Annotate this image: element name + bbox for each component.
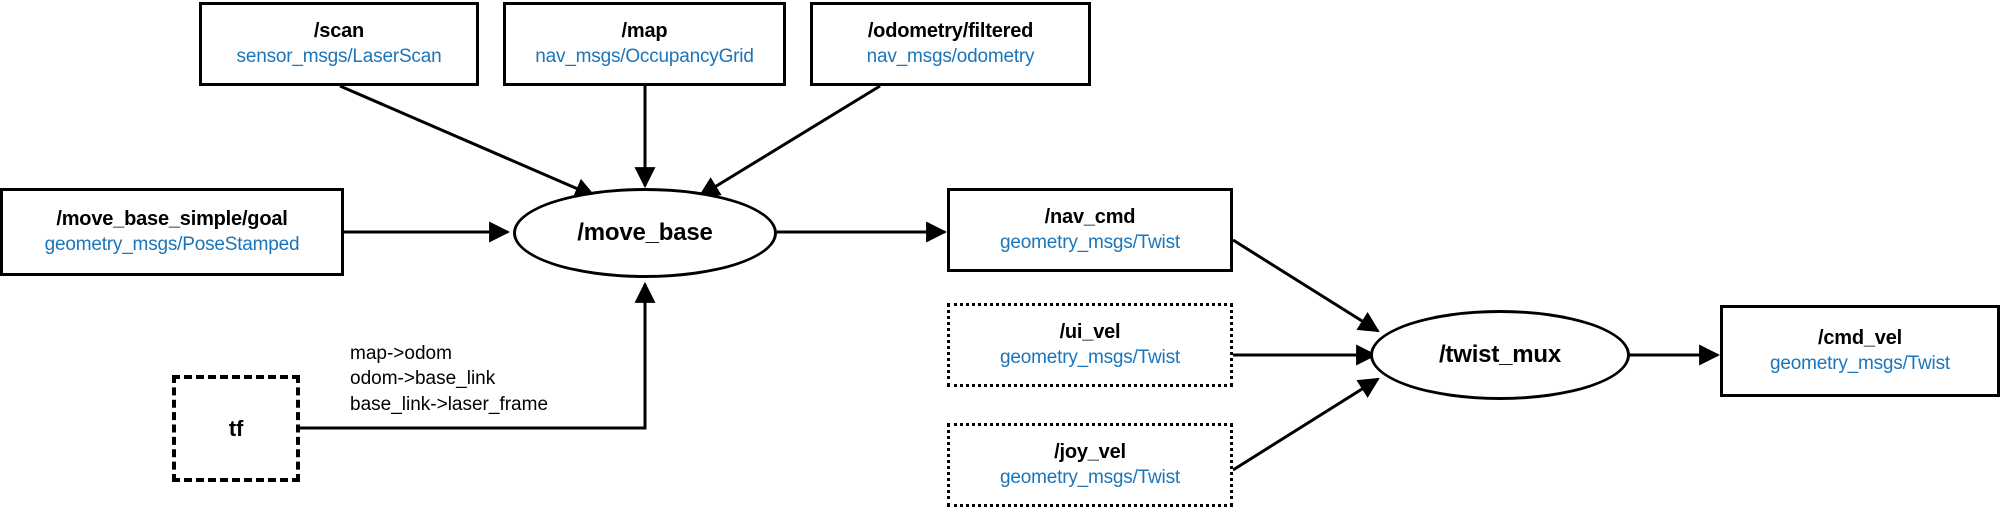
topic-node-nav-cmd[interactable]: /nav_cmd geometry_msgs/Twist [947,188,1233,272]
topic-type: geometry_msgs/Twist [1770,352,1950,374]
edge-joy-vel-to-twist-mux [1232,377,1380,472]
topic-name: /odometry/filtered [867,20,1034,42]
node-label: /twist_mux [1438,340,1562,368]
topic-type: geometry_msgs/PoseStamped [44,233,300,255]
topic-type: nav_msgs/odometry [866,45,1035,67]
topic-node-odometry-filtered[interactable]: /odometry/filtered nav_msgs/odometry [810,2,1091,86]
node-label: /move_base [577,218,713,246]
topic-node-map[interactable]: /map nav_msgs/OccupancyGrid [503,2,786,86]
edge-scan-to-move-base [339,84,596,199]
ros-node-tf[interactable]: tf [172,375,300,482]
topic-name: /joy_vel [1054,441,1126,463]
topic-type: nav_msgs/OccupancyGrid [535,45,754,67]
edge-tf-to-move-base [300,281,656,430]
topic-name: /nav_cmd [1044,206,1136,228]
topic-name: /map [621,20,668,42]
topic-type: geometry_msgs/Twist [1000,346,1180,368]
edge-odometry-to-move-base [698,84,881,198]
ros-node-move-base[interactable]: /move_base [513,188,777,278]
topic-type: sensor_msgs/LaserScan [236,45,442,67]
edge-nav-cmd-to-twist-mux [1232,238,1380,333]
topic-name: /scan [313,20,365,42]
ros-node-twist-mux[interactable]: /twist_mux [1370,310,1630,400]
topic-type: geometry_msgs/Twist [1000,466,1180,488]
topic-name: /cmd_vel [1817,327,1902,349]
topic-node-ui-vel[interactable]: /ui_vel geometry_msgs/Twist [947,303,1233,387]
topic-node-joy-vel[interactable]: /joy_vel geometry_msgs/Twist [947,423,1233,507]
edge-label-tf-transforms: map->odom odom->base_link base_link->las… [350,343,549,415]
topic-name: /move_base_simple/goal [56,208,288,230]
node-label: tf [228,415,244,441]
topic-type: geometry_msgs/Twist [1000,231,1180,253]
topic-name: /ui_vel [1059,321,1121,343]
topic-node-cmd-vel[interactable]: /cmd_vel geometry_msgs/Twist [1720,305,2000,397]
topic-node-move-base-simple-goal[interactable]: /move_base_simple/goal geometry_msgs/Pos… [0,188,344,276]
topic-node-scan[interactable]: /scan sensor_msgs/LaserScan [199,2,479,86]
